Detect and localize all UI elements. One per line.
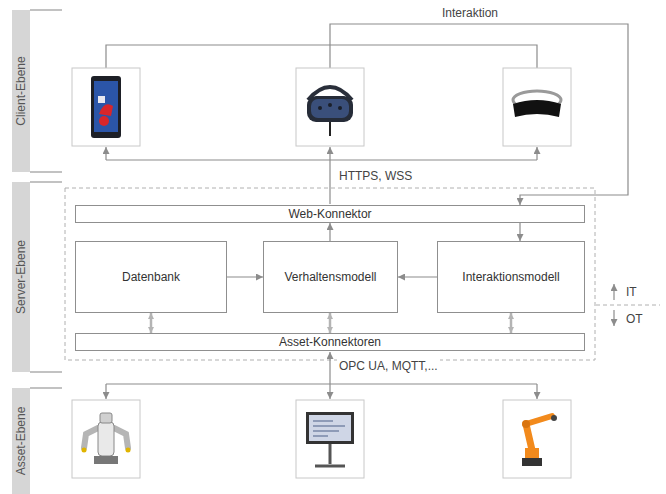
tablet-figure	[99, 104, 113, 116]
layer-label: IT	[624, 285, 639, 299]
client-feed-arrow	[105, 147, 106, 160]
display-frame	[306, 412, 354, 444]
data-link-arrow	[150, 313, 153, 333]
client-feed-arrow	[329, 147, 330, 160]
headset-cable	[329, 122, 331, 136]
tablet-screen	[94, 81, 118, 132]
tablet-icon	[91, 76, 121, 138]
level-brackets	[30, 10, 62, 388]
level-band: Asset-Ebene	[12, 388, 30, 494]
robot-arm	[84, 428, 98, 448]
ot-arrow	[613, 310, 614, 326]
tablet-figure	[99, 116, 109, 126]
level-band: Server-Ebene	[12, 182, 30, 372]
icon-frames	[72, 68, 571, 478]
headset-front	[311, 99, 349, 118]
web-wire	[329, 160, 330, 204]
box-label: Datenbank	[122, 270, 180, 284]
headset-sensor	[318, 106, 322, 110]
robot-arm	[526, 416, 552, 424]
display-stand	[329, 444, 332, 464]
robot-gripper	[126, 448, 131, 453]
icon-frame	[296, 68, 364, 146]
asset-feed-arrow	[536, 384, 537, 399]
interaction-wire	[330, 24, 628, 205]
icon-frame	[296, 400, 364, 478]
robot-gripper	[82, 448, 87, 453]
industrial-robot-icon	[522, 415, 557, 466]
display-content	[313, 421, 345, 436]
flow-arrow	[398, 276, 437, 277]
flow-arrow	[329, 223, 330, 241]
client-wires	[106, 24, 628, 205]
connector-bar: Web-Konnektor	[75, 205, 585, 223]
icon-frame	[503, 68, 571, 146]
client-bottom-wire	[106, 159, 537, 160]
box-label: Asset-Konnektoren	[279, 335, 381, 349]
vr-headset-icon	[307, 87, 353, 136]
bracket-line	[30, 371, 62, 372]
headset-body	[307, 96, 353, 122]
asset-top-wire	[106, 383, 537, 384]
robot-body	[98, 422, 114, 456]
headset-sensor	[328, 103, 332, 107]
glasses-visor	[513, 100, 561, 117]
robot-arm	[526, 424, 532, 450]
dual-arm-robot-icon	[82, 413, 131, 464]
headset-sensor	[338, 106, 342, 110]
band-label: Server-Ebene	[14, 240, 28, 314]
icon-frame	[503, 400, 571, 478]
robot-wrist	[551, 415, 557, 421]
flow-arrow	[227, 276, 263, 277]
icon-frame	[72, 400, 140, 478]
client-feed-arrow	[536, 147, 537, 160]
data-link-arrow	[510, 313, 513, 333]
module-box: Datenbank	[75, 241, 227, 313]
protocol-label: OPC UA, MQTT,...	[337, 359, 440, 373]
display-screen	[309, 415, 351, 441]
bracket-line	[30, 181, 62, 182]
server-frame	[65, 188, 595, 360]
client-top-wire	[106, 45, 537, 68]
robot-arm	[114, 428, 128, 448]
module-box: Verhaltensmodell	[263, 241, 398, 313]
layer-label: OT	[624, 312, 645, 326]
bracket-line	[30, 387, 62, 388]
robot-joint	[522, 420, 530, 428]
band-label: Asset-Ebene	[14, 407, 28, 476]
data-link-arrow	[329, 313, 332, 333]
robot-base	[522, 458, 542, 466]
icon-frame	[72, 68, 140, 146]
band-label: Client-Ebene	[14, 56, 28, 125]
robot-head	[100, 413, 112, 423]
bracket-line	[30, 171, 62, 172]
bracket-line	[30, 9, 62, 10]
tablet-body	[91, 76, 121, 138]
asset-wires	[106, 352, 537, 399]
box-label: Interaktionsmodell	[462, 270, 559, 284]
asset-feed-arrow	[105, 384, 106, 399]
it-arrow	[613, 284, 614, 300]
flow-arrow	[519, 223, 520, 241]
ar-glasses-icon	[513, 91, 561, 117]
connector-bar: Asset-Konnektoren	[75, 333, 585, 351]
protocol-label: HTTPS, WSS	[337, 169, 414, 183]
asset-bus-wire	[329, 352, 330, 384]
box-label: Web-Konnektor	[288, 207, 371, 221]
asset-feed-arrow	[329, 384, 330, 399]
box-label: Verhaltensmodell	[284, 270, 376, 284]
tablet-figure	[98, 96, 105, 103]
level-band: Client-Ebene	[12, 10, 30, 172]
interaction-label: Interaktion	[440, 6, 500, 20]
it-ot-divider	[596, 305, 660, 306]
display-icon	[306, 412, 354, 466]
display-foot	[315, 465, 345, 468]
robot-base	[94, 456, 118, 464]
module-box: Interaktionsmodell	[437, 241, 585, 313]
